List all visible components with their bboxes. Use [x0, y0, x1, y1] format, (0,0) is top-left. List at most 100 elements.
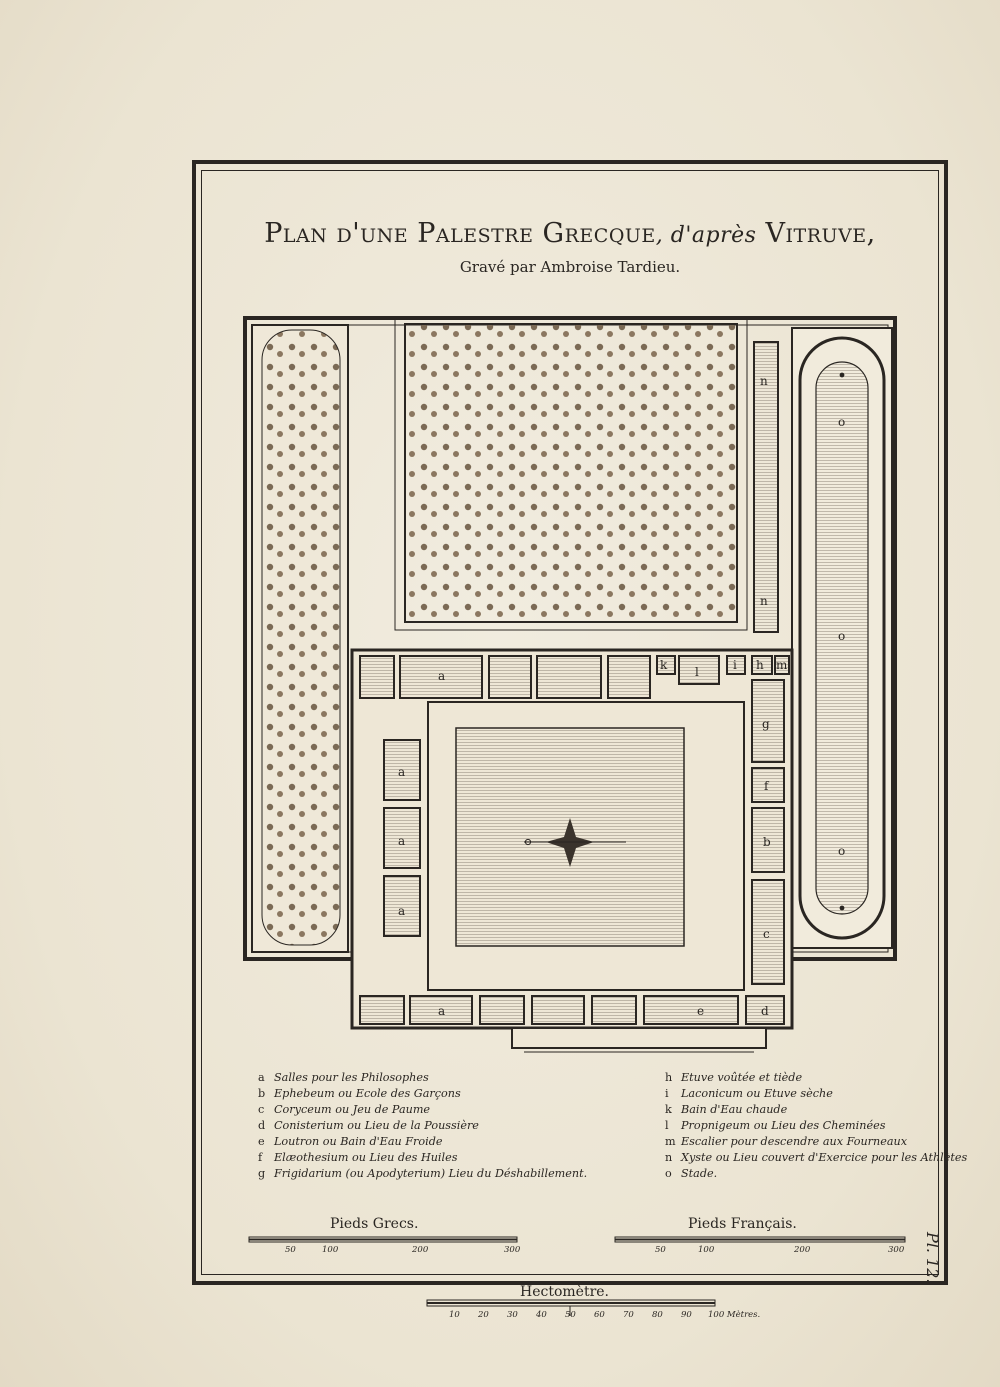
xyst-corridor: n n — [753, 341, 779, 633]
plan-letter-h: h — [756, 658, 764, 672]
metric-scale-label: Hectomètre. — [520, 1284, 610, 1300]
plan-letter-o-3: o — [838, 844, 845, 858]
greek-tick-200: 200 — [412, 1245, 429, 1255]
legend-text: Elæothesium ou Lieu des Huiles — [274, 1151, 458, 1164]
room-column-right: g f b c — [751, 679, 785, 985]
legend-item-m: m Escalier pour descendre aux Fourneaux — [665, 1134, 967, 1150]
plan-letter-a-left-2: a — [398, 834, 405, 848]
legend-key: l — [665, 1119, 669, 1132]
left-tree-walk — [251, 324, 349, 953]
greek-tick-300: 300 — [504, 1245, 521, 1255]
legend-item-f: f Elæothesium ou Lieu des Huiles — [258, 1150, 587, 1166]
legend-item-o: o Stade. — [665, 1166, 967, 1182]
entrance-portico — [511, 1027, 767, 1053]
legend-text: Etuve voûtée et tiède — [681, 1071, 803, 1084]
title-main-left: Plan d'une Palestre Grecque — [264, 218, 656, 249]
plan-letter-i: i — [733, 658, 737, 672]
plan-letter-a-bottom: a — [438, 1004, 445, 1018]
plan-letter-c: c — [763, 927, 770, 941]
title-main-right: Vitruve, — [765, 218, 876, 249]
greek-scale-label: Pieds Grecs. — [330, 1216, 419, 1232]
legend-key: c — [258, 1103, 265, 1116]
legend-text: Escalier pour descendre aux Fourneaux — [681, 1135, 908, 1148]
room-column-left: a a a — [383, 739, 421, 937]
legend-key: f — [258, 1151, 263, 1164]
legend-text: Coryceum ou Jeu de Paume — [274, 1103, 431, 1116]
legend-text: Loutron ou Bain d'Eau Froide — [274, 1135, 443, 1148]
french-tick-200: 200 — [794, 1245, 811, 1255]
plate-number: Pl. 12. — [923, 1232, 942, 1284]
legend-key: n — [665, 1151, 673, 1164]
metric-scale-bar — [426, 1299, 716, 1316]
metric-tick-10: 10 — [449, 1310, 460, 1320]
legend-item-a: a Salles pour les Philosophes — [258, 1070, 587, 1086]
greek-tick-50: 50 — [285, 1245, 296, 1255]
metric-tick-90: 90 — [681, 1310, 692, 1320]
plan-letter-f: f — [764, 779, 770, 793]
legend-key: o — [665, 1167, 672, 1180]
legend-left: a Salles pour les Philosophes b Ephebeum o… — [258, 1070, 587, 1182]
french-tick-50: 50 — [655, 1245, 666, 1255]
legend-item-n: n Xyste ou Lieu couvert d'Exercice pour l… — [665, 1150, 967, 1166]
legend-item-i: i Laconicum ou Etuve sèche — [665, 1086, 967, 1102]
greek-scale-bar — [248, 1236, 518, 1243]
plan-letter-k: k — [660, 658, 668, 672]
legend-key: e — [258, 1135, 265, 1148]
legend-text: Ephebeum ou Ecole des Garçons — [274, 1087, 461, 1100]
legend-text: Frigidarium (ou Apodyterium) Lieu du Dés… — [274, 1167, 588, 1180]
legend-text: Bain d'Eau chaude — [681, 1103, 788, 1116]
legend-key: a — [258, 1071, 265, 1084]
legend-text: Salles pour les Philosophes — [274, 1071, 429, 1084]
legend-key: d — [258, 1119, 266, 1132]
title-apres: , d'après — [655, 223, 757, 248]
plate-border-inner — [201, 170, 939, 1275]
french-scale-label: Pieds Français. — [688, 1216, 797, 1232]
metric-tick-60: 60 — [594, 1310, 605, 1320]
compass-rose — [524, 818, 626, 867]
room-row-bottom: a e d — [359, 995, 785, 1025]
plan-letter-a-left-1: a — [398, 765, 405, 779]
legend-key: k — [665, 1103, 672, 1116]
legend-key: b — [258, 1087, 266, 1100]
plan-letter-o-1: o — [838, 415, 845, 429]
legend-text: Stade. — [681, 1167, 718, 1180]
plan-letter-n-top: n — [760, 374, 768, 388]
plan-letter-l: l — [695, 665, 699, 679]
french-scale-bar — [614, 1236, 906, 1243]
upper-grove — [394, 317, 748, 631]
room-row-top: a k l i h m — [359, 655, 790, 699]
metric-tick-50: 50 — [565, 1310, 576, 1320]
legend-item-d: d Conisterium ou Lieu de la Poussière — [258, 1118, 587, 1134]
legend-text: Laconicum ou Etuve sèche — [681, 1087, 833, 1100]
french-tick-300: 300 — [888, 1245, 905, 1255]
legend-item-e: e Loutron ou Bain d'Eau Froide — [258, 1134, 587, 1150]
metric-tick-80: 80 — [652, 1310, 663, 1320]
metric-tick-20: 20 — [478, 1310, 489, 1320]
legend-item-g: g Frigidarium (ou Apodyterium) Lieu du Dé… — [258, 1166, 587, 1182]
legend-item-c: c Coryceum ou Jeu de Paume — [258, 1102, 587, 1118]
legend-key: g — [258, 1167, 266, 1180]
plan-letter-n-bottom: n — [760, 594, 768, 608]
plate-title: Plan d'une Palestre Grecque, d'après Vit… — [205, 218, 935, 249]
plan-letter-d: d — [761, 1004, 769, 1018]
stadium: o o o — [791, 327, 893, 949]
greek-tick-100: 100 — [322, 1245, 339, 1255]
metric-tick-70: 70 — [623, 1310, 634, 1320]
french-tick-100: 100 — [698, 1245, 715, 1255]
metric-tick-30: 30 — [507, 1310, 518, 1320]
legend-text: Xyste ou Lieu couvert d'Exercice pour le… — [681, 1151, 968, 1164]
legend-item-k: k Bain d'Eau chaude — [665, 1102, 967, 1118]
plan-letter-a-top: a — [438, 669, 445, 683]
legend-item-b: b Ephebeum ou Ecole des Garçons — [258, 1086, 587, 1102]
plan-letter-e: e — [697, 1004, 704, 1018]
legend-key: m — [665, 1135, 676, 1148]
legend-key: i — [665, 1087, 669, 1100]
engraver-credit: Gravé par Ambroise Tardieu. — [459, 258, 681, 276]
legend-text: Conisterium ou Lieu de la Poussière — [274, 1119, 479, 1132]
metric-tick-40: 40 — [536, 1310, 547, 1320]
